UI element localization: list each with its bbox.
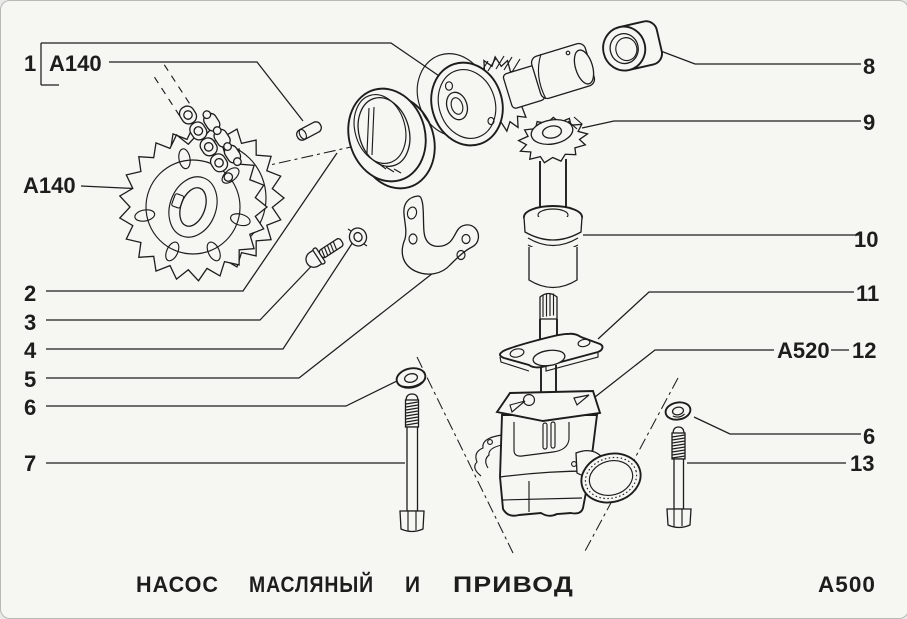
- callout-7: 7: [24, 451, 36, 476]
- callout-8: 8: [863, 54, 875, 79]
- caption: НАСОС МАСЛЯНЫЙ И ПРИВОД A500: [136, 572, 876, 597]
- strainer-bell: [575, 449, 642, 504]
- callout-code-a140-box: A140: [49, 51, 102, 76]
- title-word-1: НАСОС: [136, 572, 219, 597]
- bushing-ring-part2: [347, 87, 436, 190]
- washer-part6-left: [395, 367, 427, 389]
- callout-12: 12: [852, 338, 876, 363]
- bushing-part8: [602, 20, 663, 72]
- sprocket-a140: [118, 123, 286, 282]
- washer-part6-right: [664, 401, 692, 421]
- callout-10: 10: [854, 227, 878, 252]
- drive-gear-assembly-part1: [416, 42, 596, 147]
- title-word-3: И: [405, 572, 421, 597]
- callout-3: 3: [24, 310, 36, 335]
- bolt-part13: [666, 426, 692, 529]
- driven-gear-part9: [517, 116, 589, 164]
- flange-plate-part11: [499, 332, 604, 372]
- title-word-2: МАСЛЯНЫЙ: [249, 572, 374, 597]
- sheet-code: A500: [818, 572, 876, 597]
- oil-pump-body-part12: [474, 390, 602, 517]
- callout-code-a140-side: A140: [23, 173, 76, 198]
- callout-5: 5: [24, 367, 36, 392]
- nut-part4: [347, 227, 368, 247]
- title-word-4: ПРИВОД: [453, 572, 574, 597]
- callout-labels: 1 A140 A140 2 3 4 5 6 7 8 9 10 11 A520 1…: [23, 51, 879, 476]
- small-bolt-part3: [305, 238, 344, 268]
- bolt-part7: [399, 393, 425, 533]
- bracket-part5: [401, 195, 480, 275]
- callout-9: 9: [863, 110, 875, 135]
- callout-11: 11: [856, 281, 879, 306]
- callout-13: 13: [850, 451, 874, 476]
- dowel-pin: [296, 121, 322, 141]
- callout-1: 1: [24, 51, 36, 76]
- callout-4: 4: [24, 338, 37, 363]
- bearing-bushing-part10: [523, 159, 583, 289]
- callout-6-left: 6: [24, 395, 36, 420]
- callout-6-right: 6: [863, 424, 875, 449]
- leader-lines: [40, 42, 861, 464]
- timing-chain: [153, 64, 242, 182]
- callout-code-a520: A520: [777, 338, 830, 363]
- callout-2: 2: [24, 281, 36, 306]
